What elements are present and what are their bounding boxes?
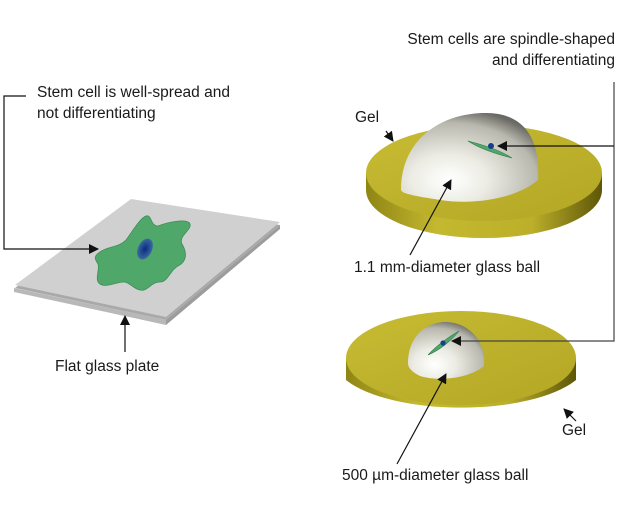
- top-gel-callout-line: [383, 130, 394, 142]
- bottom-ball-callout-line: [396, 373, 447, 465]
- nucleus: [137, 238, 153, 260]
- top-gel-label: Gel: [355, 109, 380, 126]
- spindle-cells-label-line1: Stem cells are spindle-shaped: [407, 31, 615, 48]
- top-spindle-cell: [467, 140, 513, 159]
- bottom-gel-callout-line: [563, 408, 577, 422]
- plate-label: Flat glass plate: [55, 358, 160, 375]
- well-spread-stem-cell: [94, 215, 191, 291]
- top-ball-callout-line: [409, 179, 452, 256]
- bottom-gel-label: Gel: [562, 422, 587, 439]
- top-ball-label: 1.1 mm-diameter glass ball: [354, 259, 541, 276]
- bottom-cell-callout-line: [451, 82, 615, 346]
- bottom-ball-label: 500 µm-diameter glass ball: [342, 467, 529, 484]
- cell-label-line1: Stem cell is well-spread and: [37, 84, 230, 101]
- spindle-cells-label-line2: and differentiating: [492, 52, 615, 69]
- cell-label-line2: not differentiating: [37, 105, 156, 122]
- top-glass-ball: [401, 113, 539, 202]
- cell-callout-line: [3, 95, 99, 254]
- bottom-glass-ball: [408, 322, 485, 379]
